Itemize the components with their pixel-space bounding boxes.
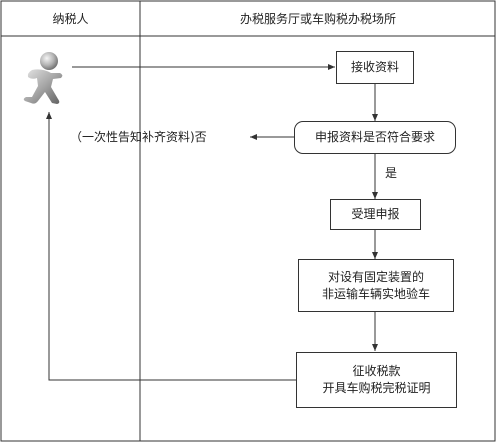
node-accept-declaration: 受理申报 xyxy=(330,199,421,230)
node-inspect-vehicle: 对设有固定装置的 非运输车辆实地验车 xyxy=(298,259,454,312)
node-receive-materials: 接收资料 xyxy=(336,51,414,84)
edge-label-no: （一次性告知补齐资料)否 xyxy=(70,130,207,144)
arrow-collect-to-taxpayer xyxy=(46,112,296,381)
node-accept-label: 受理申报 xyxy=(351,207,400,221)
node-check-label: 申报资料是否符合要求 xyxy=(314,130,435,144)
node-collect-tax: 征收税款 开具车购税完税证明 xyxy=(296,352,457,408)
node-inspect-line2: 非运输车辆实地验车 xyxy=(321,286,430,301)
node-check-requirements: 申报资料是否符合要求 xyxy=(294,121,456,154)
lane-header-taxpayer: 纳税人 xyxy=(52,12,89,26)
lane-header-office: 办税服务厅或车购税办税场所 xyxy=(239,12,396,26)
node-collect-line1: 征收税款 xyxy=(352,364,401,378)
node-inspect-line1: 对设有固定装置的 xyxy=(327,269,424,284)
person-figure-icon xyxy=(20,51,66,107)
node-receive-label: 接收资料 xyxy=(350,60,399,74)
node-collect-line2: 开具车购税完税证明 xyxy=(322,381,431,395)
edge-label-yes: 是 xyxy=(385,166,398,180)
